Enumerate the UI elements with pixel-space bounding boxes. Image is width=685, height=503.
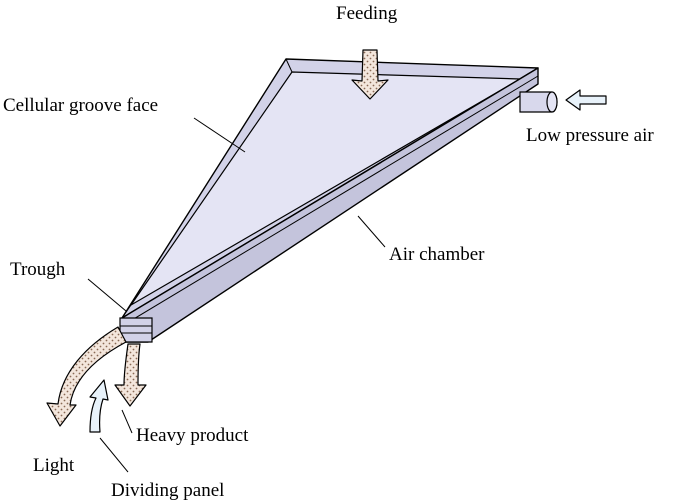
leader-dividing-panel <box>99 437 129 473</box>
label-dividing-panel: Dividing panel <box>111 480 225 501</box>
label-trough: Trough <box>10 259 66 280</box>
air-arrow <box>565 89 607 111</box>
label-heavy-product: Heavy product <box>136 425 249 446</box>
feeding-arrow <box>351 49 389 100</box>
label-light: Light <box>33 455 75 476</box>
air-inlet-pipe <box>519 91 558 113</box>
label-feeding: Feeding <box>336 3 398 24</box>
leader-trough <box>87 278 127 312</box>
heavy-product-arrow <box>114 343 147 407</box>
deck <box>119 58 539 343</box>
light-product-arrow <box>46 326 127 427</box>
trough-lip <box>119 317 153 343</box>
label-air-chamber: Air chamber <box>389 244 485 265</box>
cellular-groove-face <box>130 71 521 306</box>
label-cellular-groove-face: Cellular groove face <box>3 95 159 116</box>
leader-cellular-groove-face <box>193 117 246 153</box>
label-low-pressure-air: Low pressure air <box>526 125 654 146</box>
dividing-panel-arrow <box>89 379 109 433</box>
leader-air-chamber <box>357 215 386 248</box>
leader-heavy-product <box>121 409 133 434</box>
